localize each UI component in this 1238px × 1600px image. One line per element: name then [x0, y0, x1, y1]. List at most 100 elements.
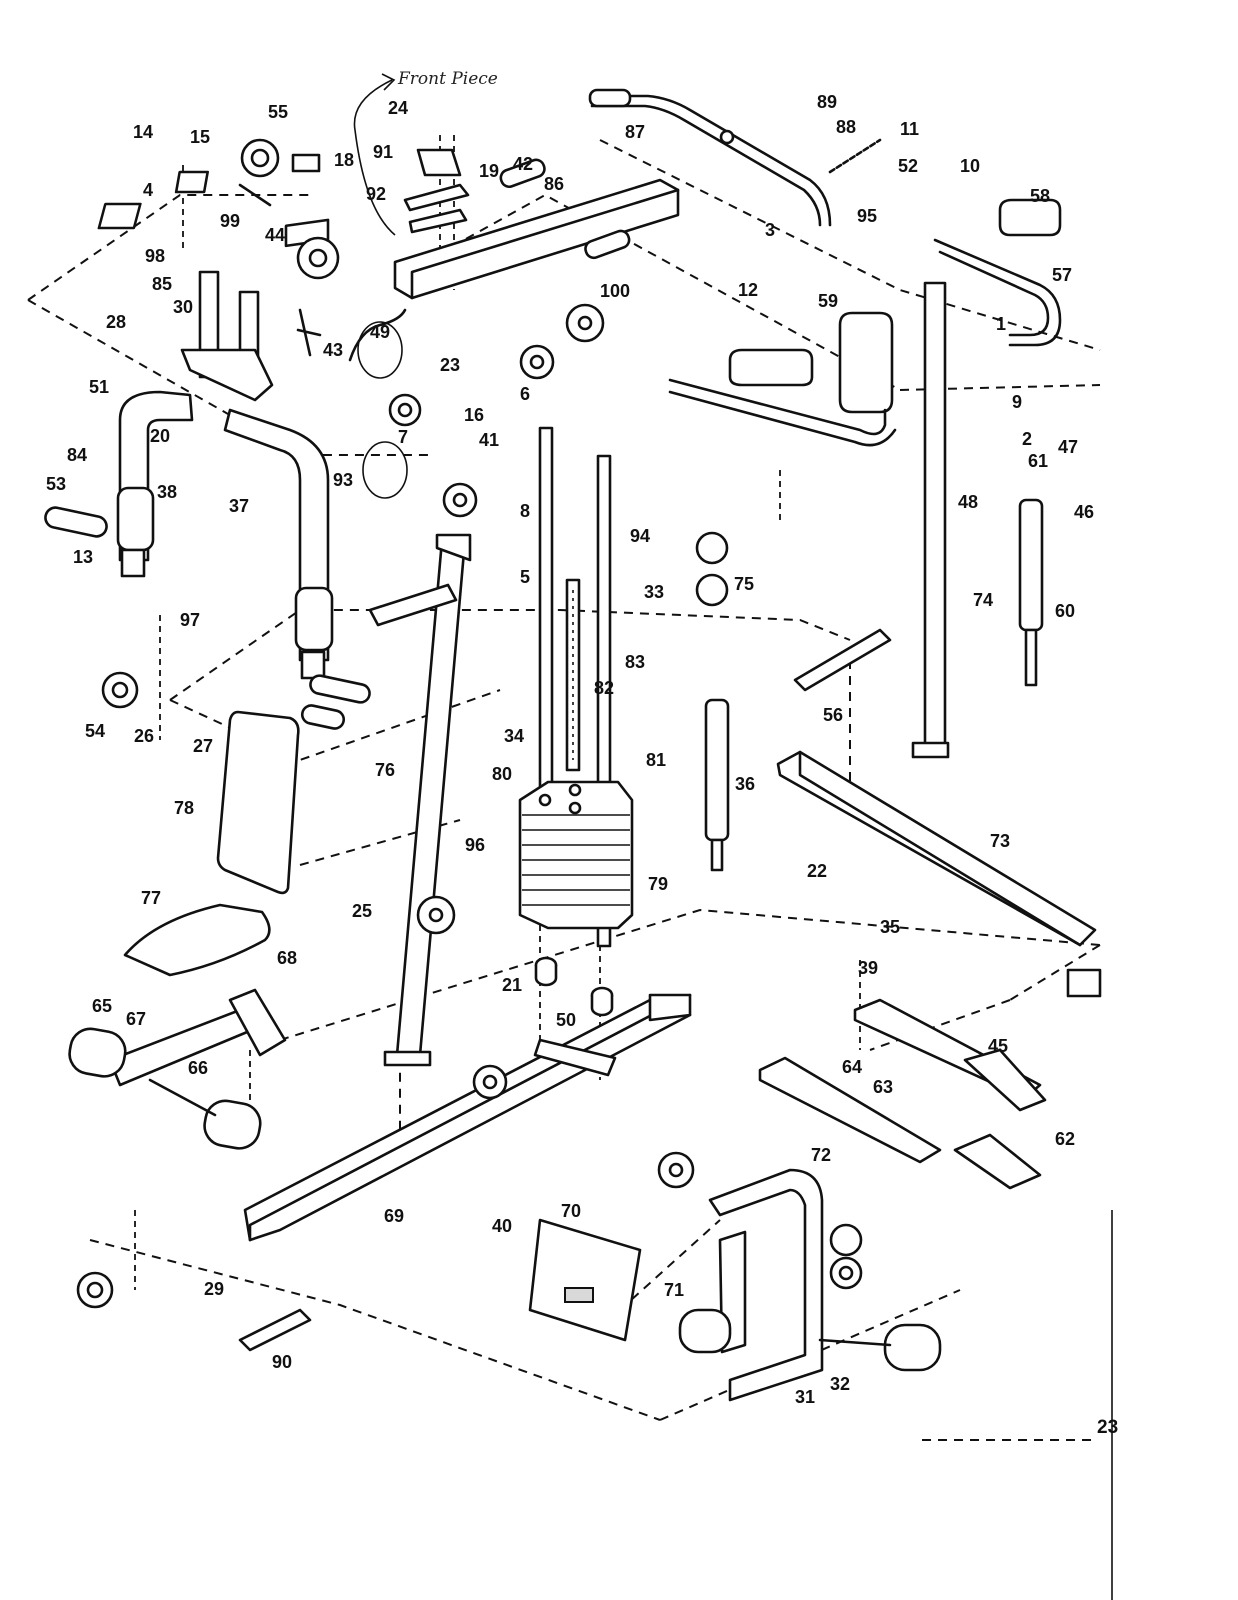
part-label-36: 36 [735, 774, 755, 794]
part-label-33: 33 [644, 582, 664, 602]
part-label-54: 54 [85, 721, 105, 741]
plate-70 [528, 1218, 642, 1342]
part-label-3: 3 [765, 220, 775, 240]
part-label-63: 63 [873, 1077, 893, 1097]
part-label-78: 78 [174, 798, 194, 818]
arm-tube-left [116, 390, 194, 578]
part-label-56: 56 [823, 705, 843, 725]
part-label-97: 97 [180, 610, 200, 630]
part-label-50: 50 [556, 1010, 576, 1030]
upper-pulley-bracket [284, 218, 340, 280]
front-leg-frame [678, 1168, 942, 1402]
part-label-62: 62 [1055, 1129, 1075, 1149]
part-label-53: 53 [46, 474, 66, 494]
part-label-18: 18 [334, 150, 354, 170]
part-label-72: 72 [811, 1145, 831, 1165]
part-label-51: 51 [89, 377, 109, 397]
part-label-76: 76 [375, 760, 395, 780]
part-label-27: 27 [193, 736, 213, 756]
seat-frames-57 [668, 238, 1062, 447]
part-label-9: 9 [1012, 392, 1022, 412]
backrest-78 [216, 710, 300, 895]
part-label-81: 81 [646, 750, 666, 770]
right-upright [911, 281, 950, 759]
part-label-24: 24 [388, 98, 408, 118]
part-label-60: 60 [1055, 601, 1075, 621]
part-label-19: 19 [479, 161, 499, 181]
part-label-44: 44 [265, 225, 285, 245]
part-label-26: 26 [134, 726, 154, 746]
part-label-92: 92 [366, 184, 386, 204]
part-label-58: 58 [1030, 186, 1050, 206]
part-label-57: 57 [1052, 265, 1072, 285]
part-label-75: 75 [734, 574, 754, 594]
part-label-37: 37 [229, 496, 249, 516]
part-label-31: 31 [795, 1387, 815, 1407]
part-label-80: 80 [492, 764, 512, 784]
part-label-86: 86 [544, 174, 564, 194]
handle-grips [44, 506, 371, 730]
part-label-7: 7 [398, 427, 408, 447]
part-label-15: 15 [190, 127, 210, 147]
part-label-8: 8 [520, 501, 530, 521]
part-label-46: 46 [1074, 502, 1094, 522]
gas-cylinders [704, 498, 1044, 872]
part-label-5: 5 [520, 567, 530, 587]
part-label-20: 20 [150, 426, 170, 446]
part-label-41: 41 [479, 430, 499, 450]
part-label-55: 55 [268, 102, 288, 122]
bumpers-50 [534, 956, 614, 1017]
part-label-10: 10 [960, 156, 980, 176]
part-label-69: 69 [384, 1206, 404, 1226]
seat-pads [728, 198, 1062, 414]
part-label-77: 77 [141, 888, 161, 908]
part-label-83: 83 [625, 652, 645, 672]
part-label-85: 85 [152, 274, 172, 294]
pulley-cluster-center [348, 303, 605, 518]
part-label-49: 49 [370, 322, 390, 342]
part-label-11: 11 [900, 119, 919, 139]
part-label-89: 89 [817, 92, 837, 112]
lat-bar [588, 88, 832, 227]
part-label-28: 28 [106, 312, 126, 332]
part-label-98: 98 [145, 246, 165, 266]
part-label-74: 74 [973, 590, 993, 610]
part-label-35: 35 [880, 917, 900, 937]
part-label-22: 22 [807, 861, 827, 881]
part-label-12: 12 [738, 280, 758, 300]
part-label-70: 70 [561, 1201, 581, 1221]
part-label-25: 25 [352, 901, 372, 921]
part-label-79: 79 [648, 874, 668, 894]
strap-90 [238, 1308, 312, 1352]
chain-88 [828, 138, 882, 174]
part-label-95: 95 [857, 206, 877, 226]
part-label-73: 73 [990, 831, 1010, 851]
part-labels: 1 2 3 4 5 6 7 8 9 10 11 12 13 14 15 16 1… [46, 92, 1094, 1407]
part-label-45: 45 [988, 1036, 1008, 1056]
part-label-66: 66 [188, 1058, 208, 1078]
top-left-pulley-bracket [97, 138, 321, 230]
part-label-59: 59 [818, 291, 838, 311]
part-label-87: 87 [625, 122, 645, 142]
page-footer: 23 [922, 1210, 1118, 1600]
arm-tube-right [223, 408, 334, 680]
upper-bracket-92 [403, 148, 470, 234]
part-label-21: 21 [502, 975, 522, 995]
leg-extension [68, 988, 287, 1150]
part-label-100: 100 [600, 281, 630, 301]
part-label-47: 47 [1058, 437, 1078, 457]
foot-frame [758, 998, 1047, 1190]
part-label-82: 82 [594, 678, 614, 698]
part-label-64: 64 [842, 1057, 862, 1077]
weight-stack [518, 780, 634, 930]
bracket-56 [793, 628, 892, 692]
part-label-13: 13 [73, 547, 93, 567]
part-label-88: 88 [836, 117, 856, 137]
part-label-34: 34 [504, 726, 524, 746]
page-number: 23 [1097, 1417, 1118, 1438]
part-label-93: 93 [333, 470, 353, 490]
part-label-99: 99 [220, 211, 240, 231]
part-label-42: 42 [513, 154, 533, 174]
part-label-90: 90 [272, 1352, 292, 1372]
